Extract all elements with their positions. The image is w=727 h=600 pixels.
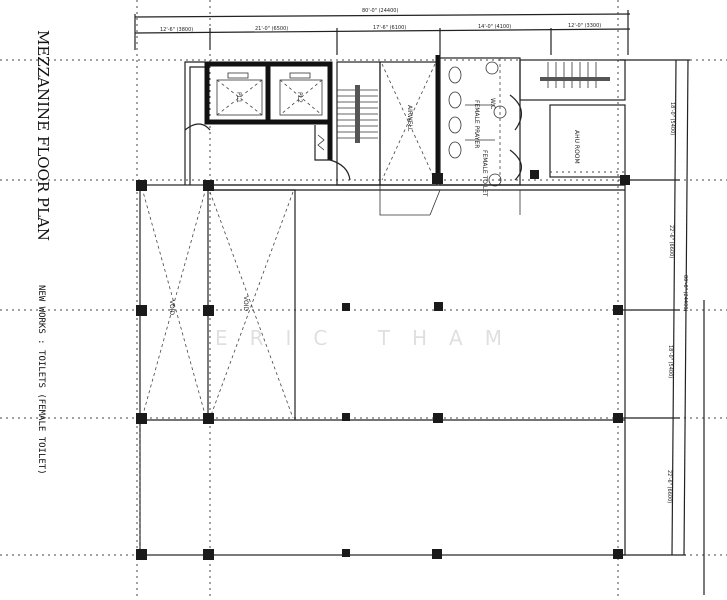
dim-right-2: 22'-6" (6600) xyxy=(668,225,674,258)
column xyxy=(530,170,539,179)
toilet-label: FEMALE TOILET xyxy=(481,150,488,197)
main-floor xyxy=(139,184,626,556)
column xyxy=(342,413,350,421)
lift-1: PL1 xyxy=(216,72,263,116)
column xyxy=(432,549,442,559)
core-block xyxy=(184,61,625,191)
drawing-note: NEW WORKS : TOILETS (FEMALE TOILET) xyxy=(36,285,46,475)
column xyxy=(432,173,443,184)
column xyxy=(613,413,623,423)
void-1-label: VOID xyxy=(168,300,175,315)
dim-top-2: 21'-0" (6500) xyxy=(255,26,288,32)
column xyxy=(342,303,350,311)
column xyxy=(136,413,147,424)
ahu-room: AHU ROOM xyxy=(549,104,626,178)
prayer-label: FEMALE PRAYER xyxy=(473,100,480,148)
column xyxy=(203,305,214,316)
dim-top-3: 17'-6" (6100) xyxy=(373,25,406,31)
watermark: ERIC THAM xyxy=(215,326,524,350)
lift-1-label: PL1 xyxy=(235,92,242,103)
lift-2: PL2 xyxy=(279,72,323,116)
right-dimension: 18'-0" (5400) 22'-6" (6600) 18'-0" (5400… xyxy=(620,59,705,595)
dim-right-overall: 80'-0" (24400) xyxy=(682,275,688,311)
lift-2-label: PL2 xyxy=(296,92,303,103)
column xyxy=(433,413,443,423)
drawing-title: MEZZANINE FLOOR PLAN xyxy=(34,30,52,241)
dim-right-4: 22'-6" (6600) xyxy=(666,470,672,503)
dim-top-4: 14'-0" (4100) xyxy=(478,24,511,30)
dim-top-overall: 80'-0" (24400) xyxy=(362,8,398,14)
dim-top-1: 12'-6" (3800) xyxy=(160,27,193,33)
airwell-label: AIRWELL xyxy=(406,105,413,132)
column xyxy=(620,175,630,185)
dim-right-1: 18'-0" (5400) xyxy=(669,102,675,135)
dim-right-3: 18'-0" (5400) xyxy=(667,345,673,378)
column xyxy=(342,549,350,557)
void-1: VOID xyxy=(141,187,207,419)
ahu-label: AHU ROOM xyxy=(573,130,580,164)
column xyxy=(203,413,214,424)
top-dimension: 80'-0" (24400) 12'-6" (3800) 21'-0" (650… xyxy=(134,8,631,55)
airwell: AIRWELL xyxy=(379,55,441,216)
void-2-label: VOID xyxy=(242,296,249,311)
column xyxy=(136,305,147,316)
dim-top-5: 12'-0" (3300) xyxy=(568,23,601,29)
columns xyxy=(136,170,630,560)
female-toilet-area: FEMALE PRAYER FEMALE TOILET W.C xyxy=(429,57,522,216)
column xyxy=(203,180,214,191)
column xyxy=(434,302,443,311)
void-2: VOID xyxy=(209,191,294,419)
staircase-2 xyxy=(519,59,626,101)
column xyxy=(203,549,214,560)
column xyxy=(613,305,623,315)
column xyxy=(136,180,147,191)
column xyxy=(613,549,623,559)
wc-label: W.C xyxy=(489,98,496,109)
column xyxy=(136,549,147,560)
